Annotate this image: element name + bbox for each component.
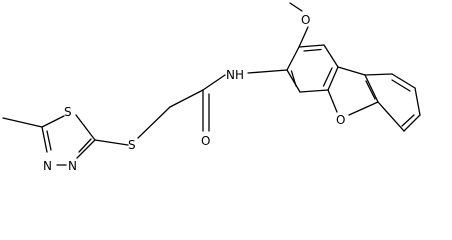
ring-bond-b [323, 44, 339, 68]
td-bond-c5-n4 [41, 126, 48, 153]
furan-ring [327, 66, 379, 116]
methoxy-oxygen-label: O [301, 13, 310, 27]
ring-bond-a [298, 44, 325, 48]
bond-methyl-o [289, 2, 303, 12]
thioether-sulfur-label: S [128, 138, 136, 152]
td-bond-s-c2 [94, 139, 129, 146]
td-bond-c2-s1 [75, 114, 96, 141]
furan-bond-1 [337, 66, 366, 76]
furan-inner [365, 80, 376, 100]
rb-inner-2 [401, 114, 415, 127]
td-methyl [2, 117, 43, 128]
rb-bond-5 [377, 101, 405, 132]
amide-linkage [137, 69, 288, 139]
rb-bond-3 [414, 87, 421, 116]
td-bond-n3-c2 [76, 139, 96, 159]
furan-bond-3 [348, 101, 379, 116]
structure-drawing: O NH O O S S N N [2, 2, 421, 173]
thiadiazole-ring [2, 114, 129, 166]
ring-inner-2 [322, 67, 333, 87]
td-inner-2 [78, 138, 92, 153]
thiadiazole-n3-label: N [68, 159, 77, 173]
thiadiazole-sulfur-label: S [64, 105, 72, 119]
ring-inner-1 [303, 48, 322, 52]
right-benzene-ring [364, 73, 421, 132]
bond-nh-ring [247, 69, 288, 74]
ring-bond-d [299, 89, 329, 93]
carbonyl-oxygen-label: O [201, 134, 210, 148]
rb-bond-4 [403, 114, 421, 132]
furan-oxygen-label: O [336, 113, 345, 127]
rb-bond-2 [391, 73, 416, 89]
bond-o-ring [298, 26, 309, 48]
td-bond-s1-c5 [41, 115, 65, 128]
bond-carbonyl-ch2 [169, 89, 204, 108]
ring-bond-f [286, 46, 300, 71]
ring-bond-c [327, 66, 339, 91]
thiadiazole-n4-label: N [43, 159, 52, 173]
furan-bond-4 [364, 74, 379, 103]
ring-bond-e [286, 69, 301, 93]
amide-nh-label: NH [226, 68, 244, 82]
furan-bond-2 [327, 89, 338, 113]
molecule-diagram: O NH O O S S N N [2, 2, 421, 173]
bond-ch2-s [137, 106, 171, 139]
ring-inner-3 [290, 70, 297, 87]
td-inner-1 [46, 130, 52, 151]
rb-inner-1 [391, 79, 411, 92]
rb-bond-1 [364, 73, 393, 76]
bond-nh-carbonyl [202, 74, 226, 91]
left-benzene-ring [286, 44, 339, 93]
methoxy-group [289, 2, 309, 48]
